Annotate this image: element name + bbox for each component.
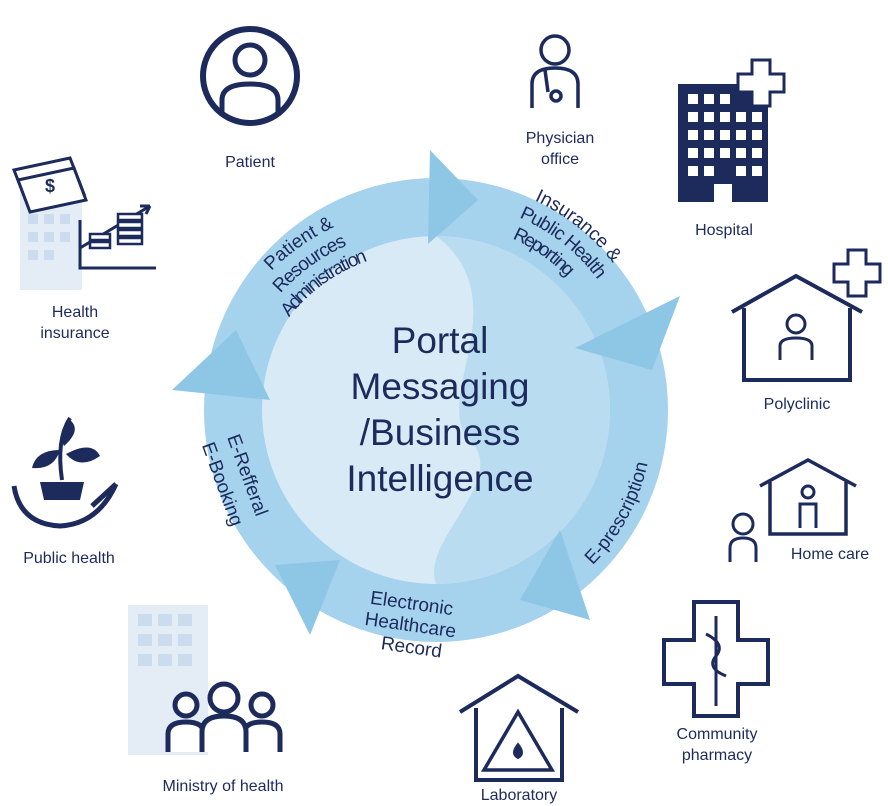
- physician-icon: [530, 34, 580, 108]
- label-pharmacy: Community pharmacy: [676, 726, 758, 764]
- cycle-ring: [172, 150, 680, 642]
- arrowhead-3: [520, 530, 590, 620]
- center-title-line1: Portal: [391, 320, 489, 361]
- person-icon: [200, 26, 300, 126]
- label-public-health: Public health: [23, 550, 115, 567]
- polyclinic-icon: [731, 248, 882, 382]
- center-title: Portal Messaging /Business Intelligence: [290, 318, 590, 502]
- arrowhead-2: [575, 296, 680, 370]
- center-title-line4: Intelligence: [346, 458, 534, 499]
- public-health-icon: [11, 416, 119, 529]
- label-hospital: Hospital: [695, 222, 753, 239]
- home-care-icon: [728, 458, 857, 562]
- pharmacy-icon: [662, 600, 770, 718]
- label-patient: Patient: [225, 154, 275, 171]
- arrowhead-5: [172, 330, 270, 400]
- label-health-insurance: Health insurance: [40, 304, 110, 342]
- label-laboratory: Laboratory: [480, 787, 558, 804]
- inner-swirl: [434, 236, 610, 584]
- arrowhead-4: [275, 560, 340, 635]
- label-ministry: Ministry of health: [162, 778, 284, 795]
- ministry-icon: [128, 605, 283, 755]
- health-insurance-icon: $: [11, 156, 156, 290]
- dollar-glyph: $: [45, 176, 55, 196]
- arrowhead-1: [428, 150, 478, 244]
- label-home-care: Home care: [790, 546, 870, 563]
- hospital-icon: [678, 58, 786, 202]
- laboratory-icon: [458, 673, 580, 782]
- center-title-line3: /Business: [359, 412, 521, 453]
- center-title-line2: Messaging: [350, 366, 530, 407]
- label-polyclinic: Polyclinic: [763, 396, 831, 413]
- label-physician: Physician office: [525, 130, 595, 168]
